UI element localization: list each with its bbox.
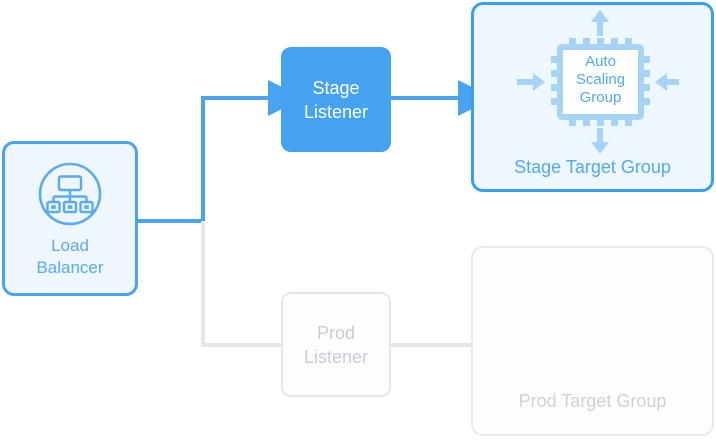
stage-target-group-label: Stage Target Group — [514, 157, 671, 177]
node-prod-target-group[interactable]: Prod Target Group — [471, 246, 714, 436]
prod-listener-label-line2: Listener — [303, 346, 369, 367]
asg-icon-label-line3: Group — [579, 89, 621, 106]
auto-scaling-group-chip-icon: Auto Scaling Group — [507, 8, 684, 156]
load-balancer-icon — [37, 161, 103, 227]
node-stage-target-group[interactable]: Auto Scaling Group Stage Target Group — [471, 2, 714, 192]
asg-icon-label-line1: Auto — [585, 53, 616, 70]
prod-target-group-label: Prod Target Group — [518, 391, 667, 411]
node-stage-listener[interactable]: Stage Listener — [281, 47, 391, 152]
node-prod-listener[interactable]: Prod Listener — [281, 292, 391, 397]
connector-lb-to-stage-listener — [138, 80, 304, 223]
load-balancer-label-line1: Load — [51, 236, 89, 255]
stage-listener-label-line2: Listener — [303, 101, 369, 122]
node-load-balancer[interactable]: Load Balancer — [2, 141, 138, 296]
stage-listener-label-line1: Stage — [312, 77, 360, 98]
asg-icon-label-line2: Scaling — [575, 71, 624, 88]
connector-lb-to-prod-listener — [201, 221, 281, 347]
load-balancer-label-line2: Balancer — [36, 258, 104, 277]
prod-listener-label-line1: Prod — [316, 322, 356, 343]
